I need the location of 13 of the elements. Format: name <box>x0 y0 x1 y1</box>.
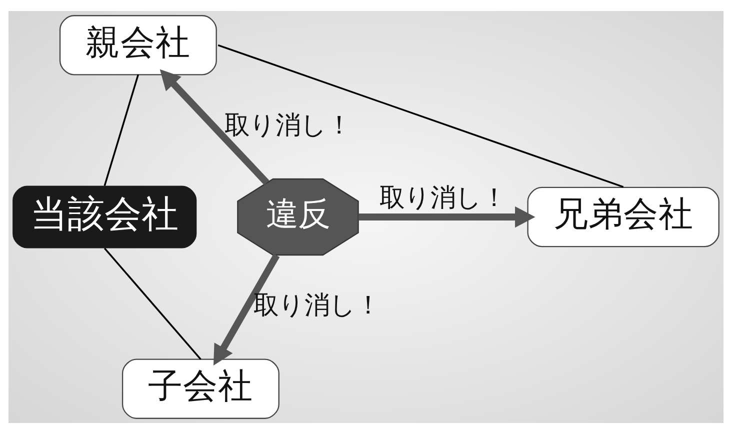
arrow <box>358 206 536 228</box>
arrow <box>213 254 280 366</box>
node-box: 兄弟会社 <box>527 186 720 248</box>
connector <box>104 248 202 360</box>
edge-label: 取り消し！ <box>380 183 507 212</box>
node-box: 子会社 <box>122 358 280 419</box>
node-box: 当該会社 <box>12 186 197 248</box>
arrow <box>160 69 270 186</box>
edge-label: 取り消し！ <box>254 290 381 320</box>
connector <box>104 74 140 186</box>
node-box: 親会社 <box>59 15 217 76</box>
connector <box>218 44 624 188</box>
edge-label: 取り消し！ <box>224 110 352 140</box>
